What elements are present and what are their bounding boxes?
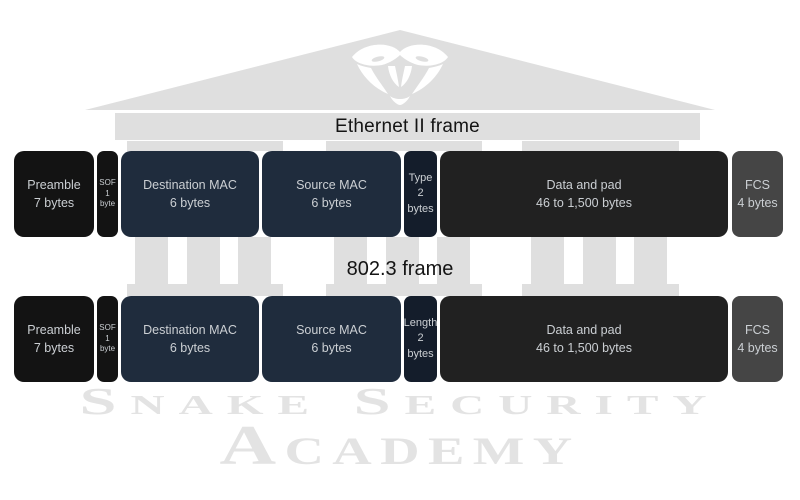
temple-column: [334, 237, 367, 284]
temple-column: [238, 237, 271, 284]
field-size: 6 bytes: [169, 196, 211, 210]
field-name: Data and pad: [546, 322, 622, 337]
field-sof: SOF 1 byte: [97, 151, 118, 237]
field-preamble: Preamble 7 bytes: [14, 296, 94, 382]
field-name: Data and pad: [546, 177, 622, 192]
field-name: FCS: [745, 322, 770, 337]
field-source-mac: Source MAC 6 bytes: [262, 296, 401, 382]
watermark-academy: Academy: [219, 415, 581, 477]
field-destination-mac: Destination MAC 6 bytes: [121, 151, 259, 237]
snake-logo-icon: [352, 44, 448, 105]
field-size: 7 bytes: [33, 341, 75, 355]
field-name: Preamble: [27, 177, 81, 192]
field-size: 6 bytes: [311, 341, 352, 355]
field-name: Source MAC: [296, 322, 367, 337]
field-data-and-pad: Data and pad 46 to 1,500 bytes: [440, 296, 728, 382]
field-size: 4 bytes: [737, 341, 778, 355]
temple-column: [437, 237, 470, 284]
field-length: Length 2 bytes: [404, 296, 437, 382]
temple-column: [187, 237, 220, 284]
field-name: SOF: [99, 178, 116, 188]
ethernet2-title-band: Ethernet II frame: [115, 113, 700, 140]
temple-column: [583, 237, 616, 284]
field-size: 6 bytes: [169, 341, 211, 355]
temple-column: [531, 237, 564, 284]
field-name: FCS: [745, 177, 770, 192]
temple-architrave-left: [127, 141, 283, 151]
field-size: 1 byte: [99, 188, 116, 209]
field-name: Source MAC: [296, 177, 367, 192]
temple-column: [634, 237, 667, 284]
temple-column: [386, 237, 419, 284]
field-name: Destination MAC: [143, 177, 237, 192]
temple-plinth-right: [522, 284, 679, 296]
field-type: Type 2 bytes: [404, 151, 437, 237]
temple-architrave-right: [522, 141, 679, 151]
ethernet2-frame-title: Ethernet II frame: [335, 115, 480, 137]
field-fcs: FCS 4 bytes: [732, 151, 783, 237]
field-data-and-pad: Data and pad 46 to 1,500 bytes: [440, 151, 728, 237]
field-sof: SOF 1 byte: [97, 296, 118, 382]
field-size: 46 to 1,500 bytes: [536, 196, 632, 210]
field-name: Type: [408, 171, 433, 184]
field-name: Length: [403, 316, 438, 329]
field-size: 7 bytes: [33, 196, 75, 210]
ethernet2-frame-row: Preamble 7 bytes SOF 1 byte Destination …: [0, 151, 800, 237]
temple-plinth-center: [326, 284, 482, 296]
field-preamble: Preamble 7 bytes: [14, 151, 94, 237]
watermark-snake-security: Snake Security: [79, 381, 721, 423]
field-size: 6 bytes: [311, 196, 352, 210]
temple-column: [135, 237, 168, 284]
field-destination-mac: Destination MAC 6 bytes: [121, 296, 259, 382]
temple-architrave-center: [326, 141, 482, 151]
field-size: 2 bytes: [407, 332, 434, 360]
field-name: Preamble: [27, 322, 81, 337]
field-source-mac: Source MAC 6 bytes: [262, 151, 401, 237]
field-name: Destination MAC: [143, 322, 237, 337]
field-size: 1 byte: [99, 333, 116, 354]
frame-8023-title: 802.3 frame: [346, 258, 454, 280]
field-size: 46 to 1,500 bytes: [536, 341, 632, 355]
field-size: 4 bytes: [737, 196, 778, 210]
frame-8023-row: Preamble 7 bytes SOF 1 byte Destination …: [0, 296, 800, 382]
field-size: 2 bytes: [407, 187, 434, 215]
field-fcs: FCS 4 bytes: [732, 296, 783, 382]
temple-plinth-left: [127, 284, 283, 296]
field-name: SOF: [99, 323, 116, 333]
